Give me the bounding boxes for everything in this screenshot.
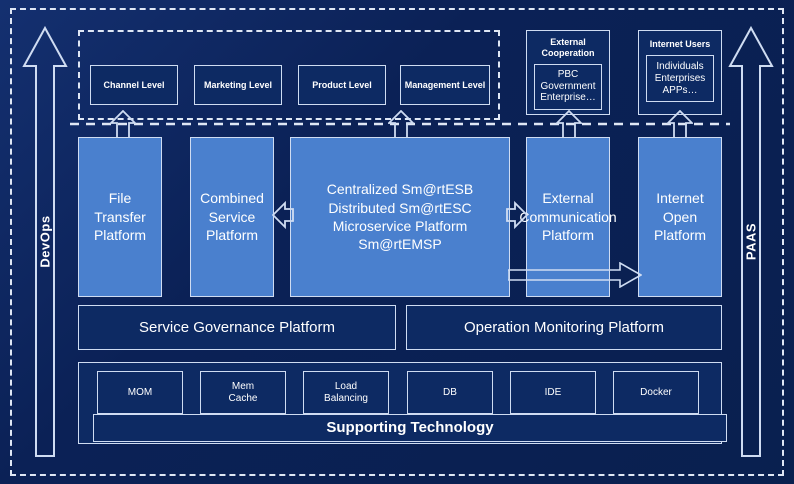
level-box-product[interactable]: Product Level	[298, 65, 386, 105]
tech-box-mom[interactable]: MOM	[97, 371, 183, 414]
external-cooperation-title: External Cooperation	[541, 37, 595, 59]
tech-box-mem-cache-line-1: Mem	[231, 380, 255, 392]
platform-file-transfer-line-1: File	[108, 190, 132, 207]
platform-external-comm-line-2: Communication	[519, 208, 617, 225]
supporting-technology-banner: Supporting Technology	[93, 414, 727, 442]
platform-external-comm-line-3: Platform	[541, 227, 595, 244]
layer-separator-dashed	[70, 122, 730, 126]
business-levels-group	[78, 30, 500, 120]
service-governance-platform[interactable]: Service Governance Platform	[78, 305, 396, 350]
arrow-right-long-icon	[508, 262, 642, 288]
level-box-management[interactable]: Management Level	[400, 65, 490, 105]
tech-box-load-balancing-line-1: Load	[334, 380, 358, 392]
platform-internet-open-line-3: Platform	[653, 227, 707, 244]
platform-file-transfer-line-2: Transfer	[94, 208, 146, 225]
platform-internet-open[interactable]: Internet Open Platform	[638, 137, 722, 297]
platform-core-line-2: Distributed Sm@rtESC	[328, 199, 472, 216]
connector-up-arrow-external-cooperation	[556, 110, 582, 140]
tech-box-mem-cache[interactable]: Mem Cache	[200, 371, 286, 414]
tech-box-load-balancing-line-2: Balancing	[324, 392, 368, 404]
external-cooperation-box[interactable]: External Cooperation PBC Government Ente…	[526, 30, 610, 115]
internet-users-title: Internet Users	[649, 39, 711, 49]
connector-up-arrow-internet-users	[667, 110, 693, 140]
devops-rail: DevOps	[22, 24, 68, 460]
internet-users-box[interactable]: Internet Users Individuals Enterprises A…	[638, 30, 722, 115]
tech-box-docker[interactable]: Docker	[613, 371, 699, 414]
devops-label: DevOps	[37, 215, 53, 268]
outer-dashed-frame	[10, 8, 784, 476]
platform-combined-service-line-2: Service	[208, 208, 256, 225]
connector-up-arrow-channel	[110, 110, 136, 140]
level-box-marketing[interactable]: Marketing Level	[194, 65, 282, 105]
platform-core-esb[interactable]: Centralized Sm@rtESB Distributed Sm@rtES…	[290, 137, 510, 297]
internet-users-inner: Individuals Enterprises APPs…	[646, 55, 714, 103]
platform-combined-service-line-1: Combined	[200, 190, 264, 207]
platform-combined-service-line-3: Platform	[205, 227, 259, 244]
connector-up-arrow-management	[388, 110, 414, 140]
platform-core-line-1: Centralized Sm@rtESB	[326, 181, 474, 198]
level-box-channel[interactable]: Channel Level	[90, 65, 178, 105]
up-arrow-icon	[22, 25, 68, 457]
tech-box-db[interactable]: DB	[407, 371, 493, 414]
tech-box-load-balancing[interactable]: Load Balancing	[303, 371, 389, 414]
tech-box-ide[interactable]: IDE	[510, 371, 596, 414]
arrow-right-icon	[506, 200, 528, 230]
platform-core-line-3: Microservice Platform Sm@rtEMSP	[332, 218, 468, 253]
platform-file-transfer[interactable]: File Transfer Platform	[78, 137, 162, 297]
arrow-left-icon	[272, 200, 294, 230]
external-cooperation-inner: PBC Government Enterprise…	[534, 63, 602, 110]
paas-label: PAAS	[743, 222, 759, 261]
platform-file-transfer-line-3: Platform	[93, 227, 147, 244]
operation-monitoring-platform[interactable]: Operation Monitoring Platform	[406, 305, 722, 350]
platform-combined-service[interactable]: Combined Service Platform	[190, 137, 274, 297]
platform-external-comm-line-1: External	[542, 190, 594, 207]
tech-box-mem-cache-line-2: Cache	[228, 392, 258, 404]
platform-internet-open-line-1: Internet	[656, 190, 704, 207]
paas-rail: PAAS	[728, 24, 774, 460]
up-arrow-icon	[728, 25, 774, 457]
platform-internet-open-line-2: Open	[662, 208, 698, 225]
